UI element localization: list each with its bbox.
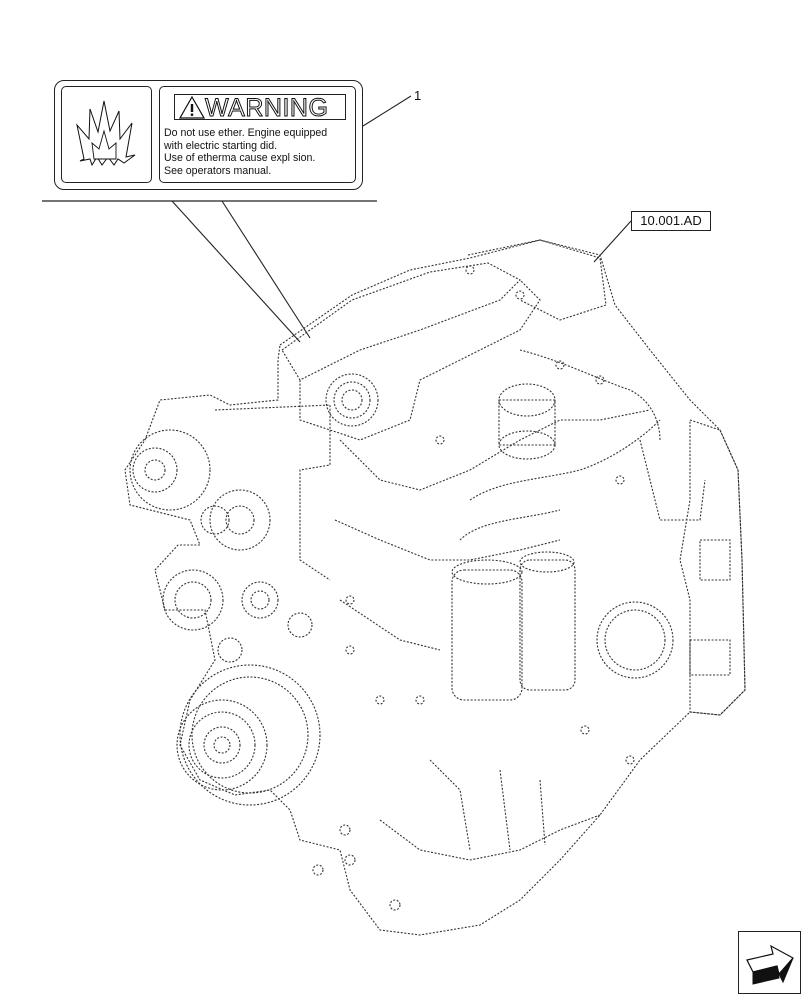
next-page-arrow-icon — [746, 944, 794, 985]
warning-line: with electric starting did. — [164, 139, 278, 152]
explosion-panel — [61, 86, 152, 183]
warning-line: See operators manual. — [164, 164, 272, 177]
warning-line: Use of etherma cause expl sion. — [164, 152, 316, 164]
callout-1-leader — [362, 95, 412, 127]
ref-leader — [593, 220, 632, 263]
explosion-icon — [76, 100, 136, 167]
warning-triangle-icon — [179, 96, 205, 119]
warning-text-panel: WARNING Do not use ether. Engine equippe… — [159, 86, 356, 183]
leader-line-b — [221, 200, 311, 339]
leader-line-a — [171, 200, 301, 343]
next-page-button[interactable] — [738, 931, 801, 994]
reference-link-box[interactable]: 10.001.AD — [631, 211, 711, 231]
warning-banner: WARNING — [174, 94, 346, 123]
engine-illustration — [124, 239, 746, 936]
warning-message: Do not use ether. Engine equipped with e… — [164, 127, 356, 177]
warning-decal: WARNING Do not use ether. Engine equippe… — [54, 80, 363, 190]
warning-title: WARNING — [204, 94, 329, 123]
warning-line: Do not use ether. Engine equipped — [164, 127, 328, 139]
item-number-callout: 1 — [414, 88, 422, 103]
